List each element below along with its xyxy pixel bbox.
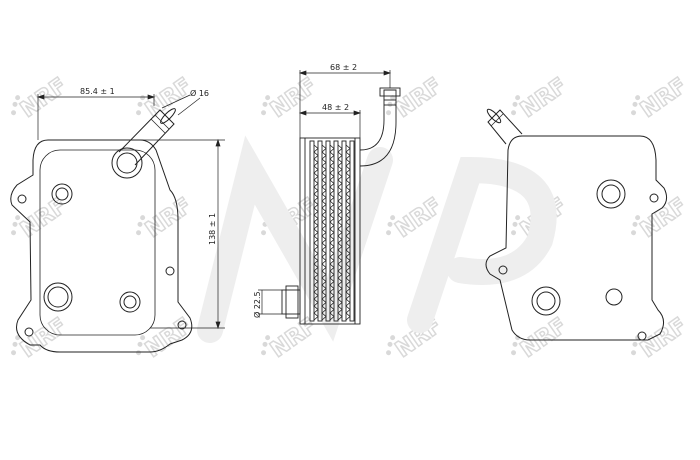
nrf-watermark-logo: NRF bbox=[136, 313, 197, 364]
lug-hole-right-bottom bbox=[177, 320, 187, 330]
core-fin bbox=[329, 144, 335, 321]
nrf-watermark-logo: NRF bbox=[11, 193, 72, 244]
lug-hole-left-top bbox=[17, 194, 27, 204]
nrf-watermark-text: NRF bbox=[16, 193, 72, 242]
front-dimension-lines bbox=[36, 94, 225, 330]
nrf-watermark-text: NRF bbox=[141, 313, 197, 362]
front-inner-plate bbox=[39, 149, 156, 336]
port-lower-right-inner bbox=[123, 295, 137, 309]
outlet-diameter-label: Ø 22.5 bbox=[252, 291, 262, 318]
port-lower-left-inner bbox=[47, 286, 69, 308]
side-view bbox=[281, 87, 401, 325]
back-port-upper bbox=[596, 179, 626, 209]
nrf-watermark-text: NRF bbox=[636, 73, 692, 122]
back-port-lower bbox=[531, 286, 561, 316]
front-body-outline bbox=[10, 139, 193, 353]
port-lower-right bbox=[119, 291, 141, 313]
nrf-watermark-logo: NRF bbox=[511, 73, 572, 124]
side-outlet-stub bbox=[281, 289, 301, 315]
back-lug-hole-left bbox=[498, 265, 508, 275]
nrf-watermark-logo: NRF bbox=[631, 73, 692, 124]
side-core-fins bbox=[313, 144, 351, 321]
inlet-ring-inner bbox=[116, 152, 138, 174]
core-plate bbox=[341, 140, 347, 322]
lug-hole-right bbox=[165, 266, 175, 276]
port-lower-left bbox=[43, 282, 73, 312]
back-view bbox=[485, 108, 668, 341]
side-dimension-lines bbox=[258, 70, 392, 315]
back-lug-hole-right-top bbox=[649, 193, 659, 203]
nrf-watermark-text: NRF bbox=[636, 193, 692, 242]
nrf-watermark-logo: NRF bbox=[386, 73, 447, 124]
core-plate bbox=[349, 140, 355, 322]
back-body-outline bbox=[485, 135, 668, 341]
nrf-watermark-logo: NRF bbox=[261, 73, 322, 124]
nrf-watermark-logo: NRF bbox=[136, 73, 197, 124]
inlet-ring-outer bbox=[111, 147, 143, 179]
core-plate bbox=[317, 140, 323, 322]
nrf-watermark-text: NRF bbox=[391, 73, 447, 122]
height-label: 138 ± 1 bbox=[208, 213, 217, 245]
nrf-watermark-text: NRF bbox=[16, 313, 72, 362]
nrf-watermark-text: NRF bbox=[516, 73, 572, 122]
port-upper-left-inner bbox=[55, 187, 69, 201]
inlet-diameter-label: Ø 16 bbox=[190, 88, 209, 98]
side-core-plates bbox=[309, 140, 355, 322]
core-fin bbox=[345, 144, 351, 321]
back-port-small bbox=[605, 288, 623, 306]
core-fin bbox=[313, 144, 319, 321]
back-lug-hole-right-bottom bbox=[637, 331, 647, 341]
core-depth-label: 48 ± 2 bbox=[322, 103, 349, 112]
nrf-watermark-logo: NRF bbox=[631, 313, 692, 364]
nrf-watermark-logo: NRF bbox=[511, 313, 572, 364]
core-plate bbox=[309, 140, 315, 322]
core-plate bbox=[325, 140, 331, 322]
nrf-watermark-text: NRF bbox=[516, 313, 572, 362]
total-depth-label: 68 ± 2 bbox=[330, 63, 357, 72]
lug-hole-left-bottom bbox=[24, 327, 34, 337]
inlet-pipe bbox=[118, 109, 175, 166]
nrf-watermark-logo: NRF bbox=[136, 193, 197, 244]
back-inlet-pipe bbox=[487, 109, 523, 145]
port-upper-left bbox=[51, 183, 73, 205]
back-port-lower-inner bbox=[536, 291, 556, 311]
side-elbow-pipe bbox=[359, 89, 397, 167]
core-fin bbox=[337, 144, 343, 321]
front-width-label: 85.4 ± 1 bbox=[80, 87, 115, 96]
core-fin bbox=[321, 144, 327, 321]
back-port-upper-inner bbox=[601, 184, 621, 204]
nrf-watermark-text: NRF bbox=[266, 73, 322, 122]
core-plate bbox=[333, 140, 339, 322]
nrf-watermark-logo: NRF bbox=[11, 313, 72, 364]
nrf-watermark-text: NRF bbox=[141, 193, 197, 242]
side-core-outline bbox=[299, 137, 361, 325]
front-view bbox=[10, 108, 193, 353]
